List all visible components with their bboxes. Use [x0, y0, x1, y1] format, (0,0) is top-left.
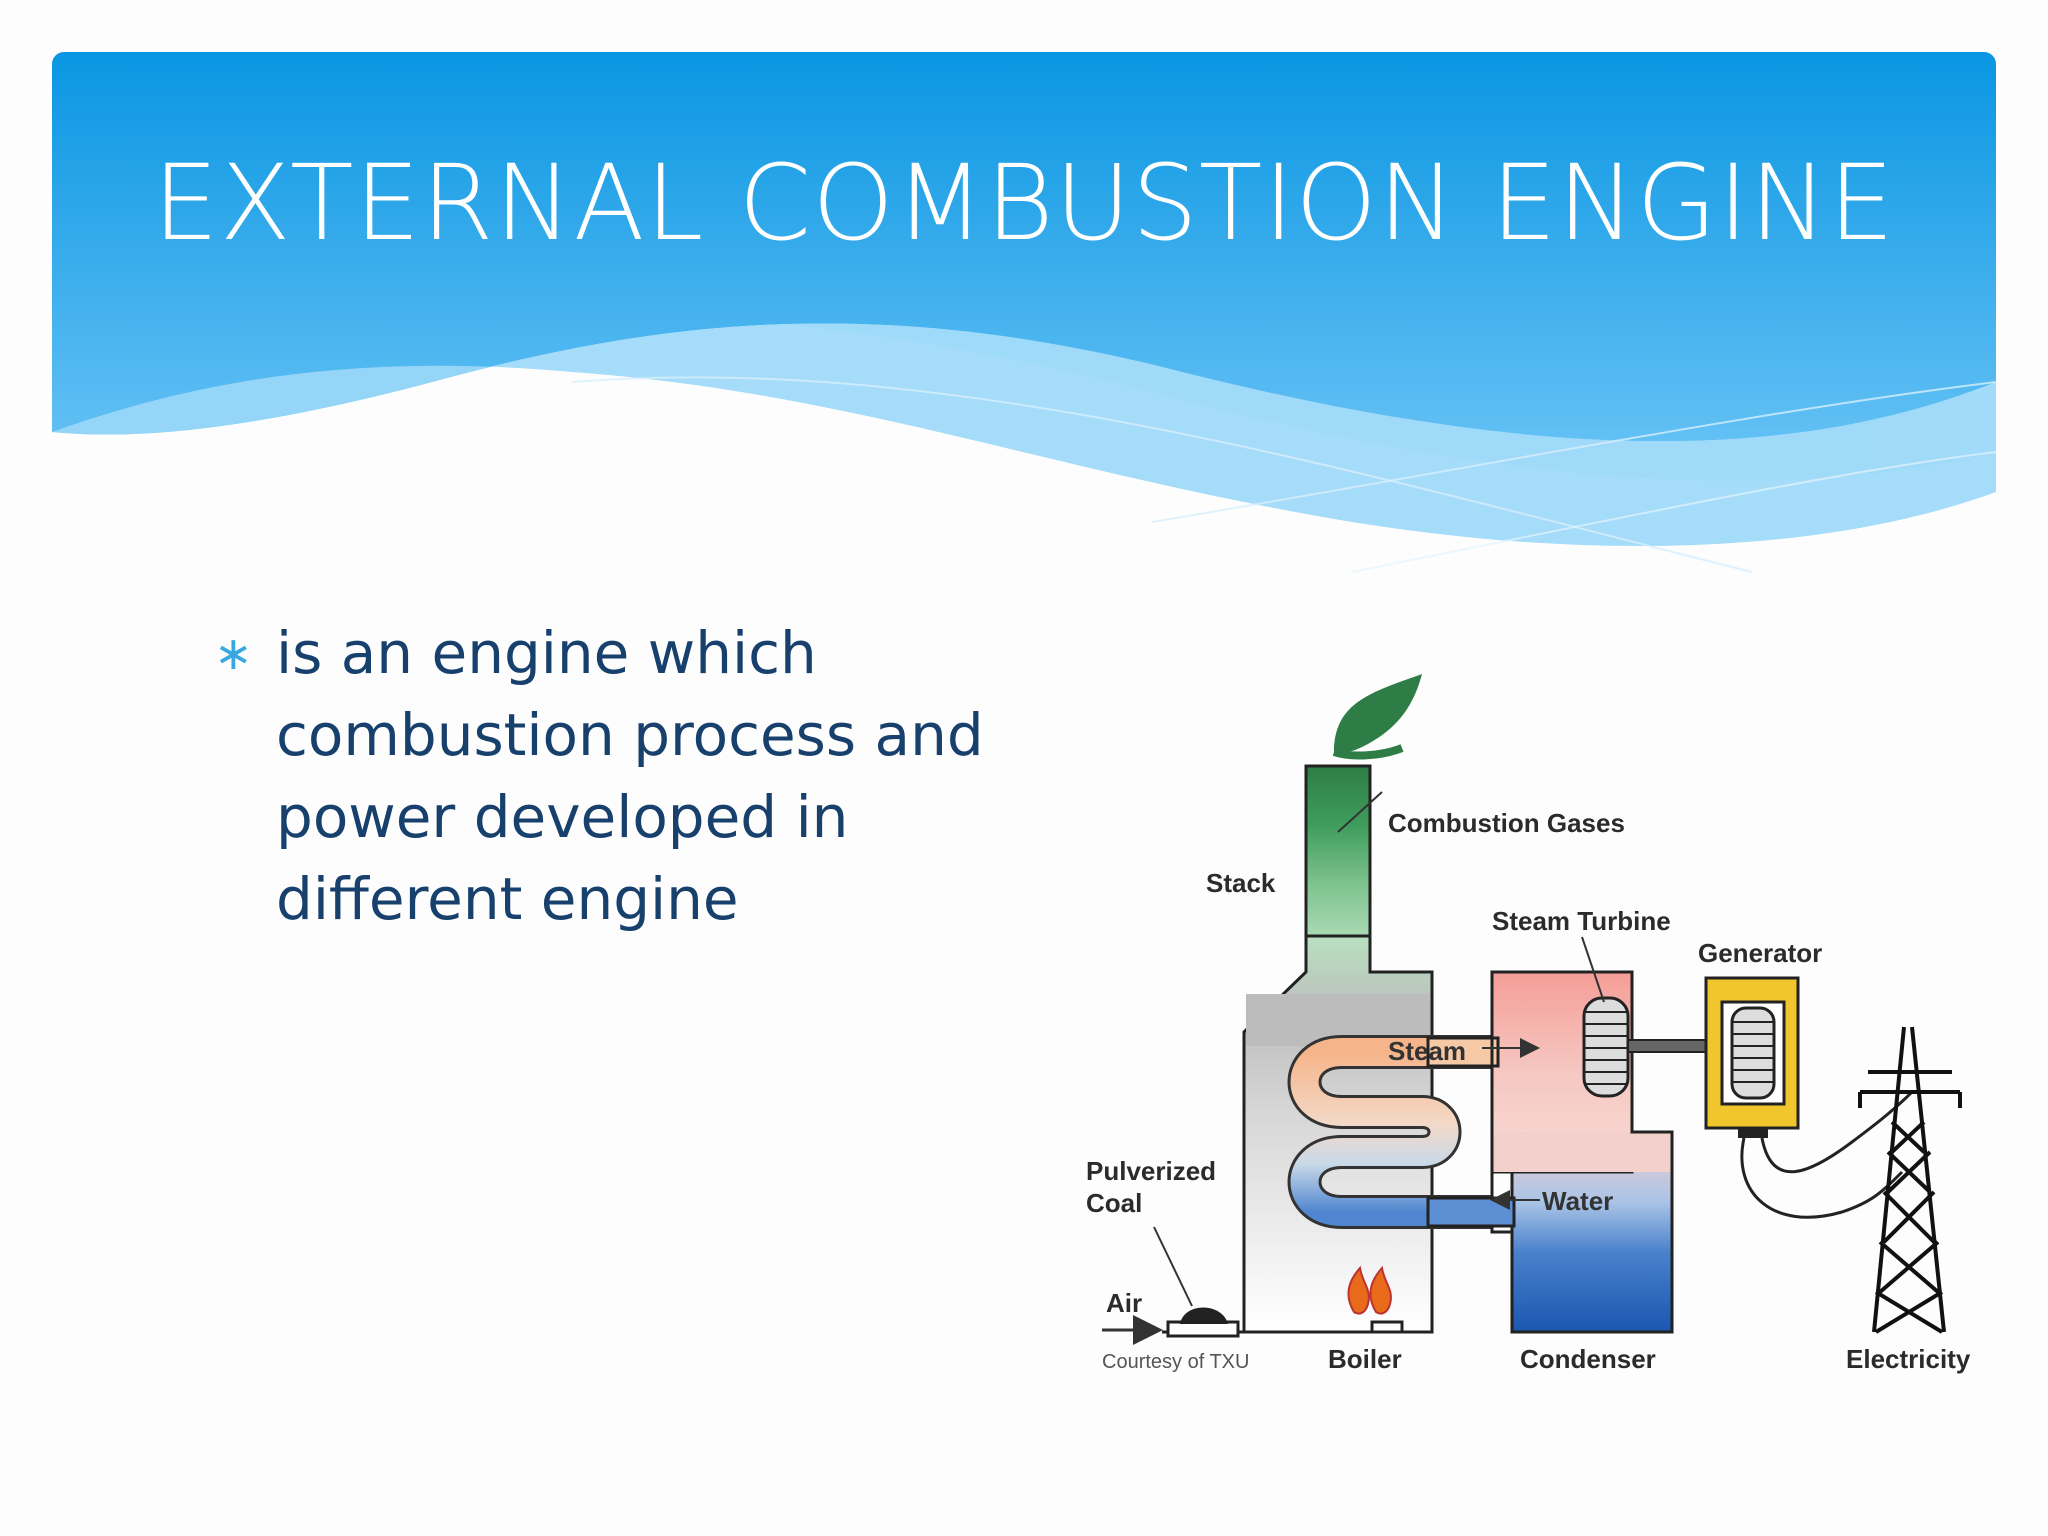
label-pulverized: Pulverized [1086, 1156, 1216, 1186]
transmission-tower-icon [1858, 1026, 1962, 1334]
leader-combustion [1337, 791, 1383, 833]
smoke-plume-icon [1334, 674, 1422, 753]
label-generator: Generator [1698, 938, 1822, 968]
label-condenser: Condenser [1520, 1344, 1656, 1374]
power-plant-diagram: Combustion Gases Stack Steam Turbine Gen… [1086, 674, 1971, 1374]
label-air: Air [1106, 1288, 1142, 1318]
power-wire-1 [1740, 1137, 1904, 1219]
leader-coal [1153, 1226, 1193, 1307]
condenser-outline [1490, 970, 1674, 1334]
label-stack: Stack [1206, 868, 1276, 898]
header-wave-line-2 [1151, 381, 1996, 523]
header-wave-lower [52, 323, 1996, 546]
stack-shape [1304, 764, 1372, 938]
smoke-plume-tail [1332, 744, 1404, 760]
generator-rotor-icon [1730, 1006, 1776, 1100]
label-combustion-gases: Combustion Gases [1388, 808, 1625, 838]
bullet-marker-icon: ∗ [214, 626, 253, 680]
header-wave [52, 52, 1996, 442]
label-courtesy: Courtesy of TXU [1102, 1351, 1249, 1373]
leader-turbine [1581, 936, 1605, 1003]
power-wire-2 [1760, 1090, 1914, 1174]
header-wave-line-3 [1351, 451, 1996, 573]
coal-pile-icon [1180, 1307, 1228, 1324]
label-coal: Coal [1086, 1188, 1142, 1218]
label-steam: Steam [1388, 1036, 1466, 1066]
generator-terminal [1738, 1128, 1768, 1138]
label-water: Water [1542, 1186, 1613, 1216]
burner-base [1166, 1320, 1240, 1338]
slide-title: EXTERNAL COMBUSTION ENGINE [152, 142, 1896, 264]
slide: EXTERNAL COMBUSTION ENGINE ∗ is an engin… [52, 52, 1996, 1536]
bullet-list: ∗ is an engine which combustion process … [214, 612, 1094, 940]
label-electricity: Electricity [1846, 1344, 1971, 1374]
bullet-text: is an engine which combustion process an… [276, 619, 984, 933]
water-pipe [1426, 1196, 1516, 1228]
turbine-blades [1584, 1011, 1628, 1085]
steam-pipe [1426, 1036, 1500, 1068]
header-banner [52, 52, 1996, 573]
label-steam-turbine: Steam Turbine [1492, 906, 1671, 936]
label-boiler: Boiler [1328, 1344, 1402, 1374]
flame-icon [1347, 1265, 1392, 1315]
steam-coil-fill [1290, 1038, 1512, 1226]
generator-blades [1732, 1021, 1774, 1083]
condenser-top [1492, 1132, 1672, 1172]
air-line [1162, 1320, 1404, 1334]
bullet-item: ∗ is an engine which combustion process … [214, 612, 1094, 940]
